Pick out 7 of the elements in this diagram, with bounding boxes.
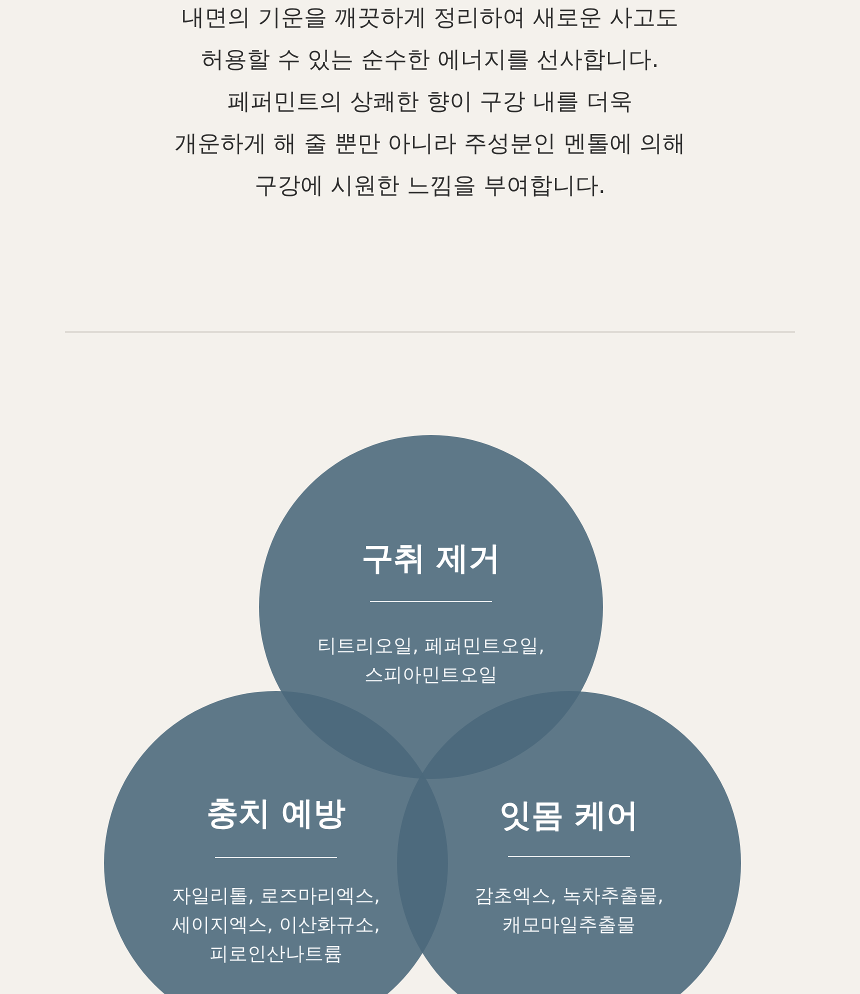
ingredient-list: 감초엑스, 녹차추출물, 캐모마일추출물	[474, 882, 664, 940]
ingredient-list: 티트리오일, 페퍼민트오일, 스피아민트오일	[317, 632, 545, 690]
description-paragraph: 내면의 기운을 깨끗하게 정리하여 새로운 사고도 허용할 수 있는 순수한 에너지를 선사합니다. 페퍼민트의 상쾌한 향이 구강 내를 더욱 개운하게 해 줄 뿐만 아니라 주성분인 멘톨에 의해 구강에 시원한 느낌을 부여합니다.	[174, 4, 686, 201]
benefit-heading: 충치 예방	[206, 793, 346, 833]
ingredient-list: 자일리톨, 로즈마리엑스, 세이지엑스, 이산화규소, 피로인산나트륨	[172, 882, 380, 968]
benefit-heading: 잇몸 케어	[499, 795, 639, 835]
benefit-heading: 구취 제거	[361, 538, 501, 578]
